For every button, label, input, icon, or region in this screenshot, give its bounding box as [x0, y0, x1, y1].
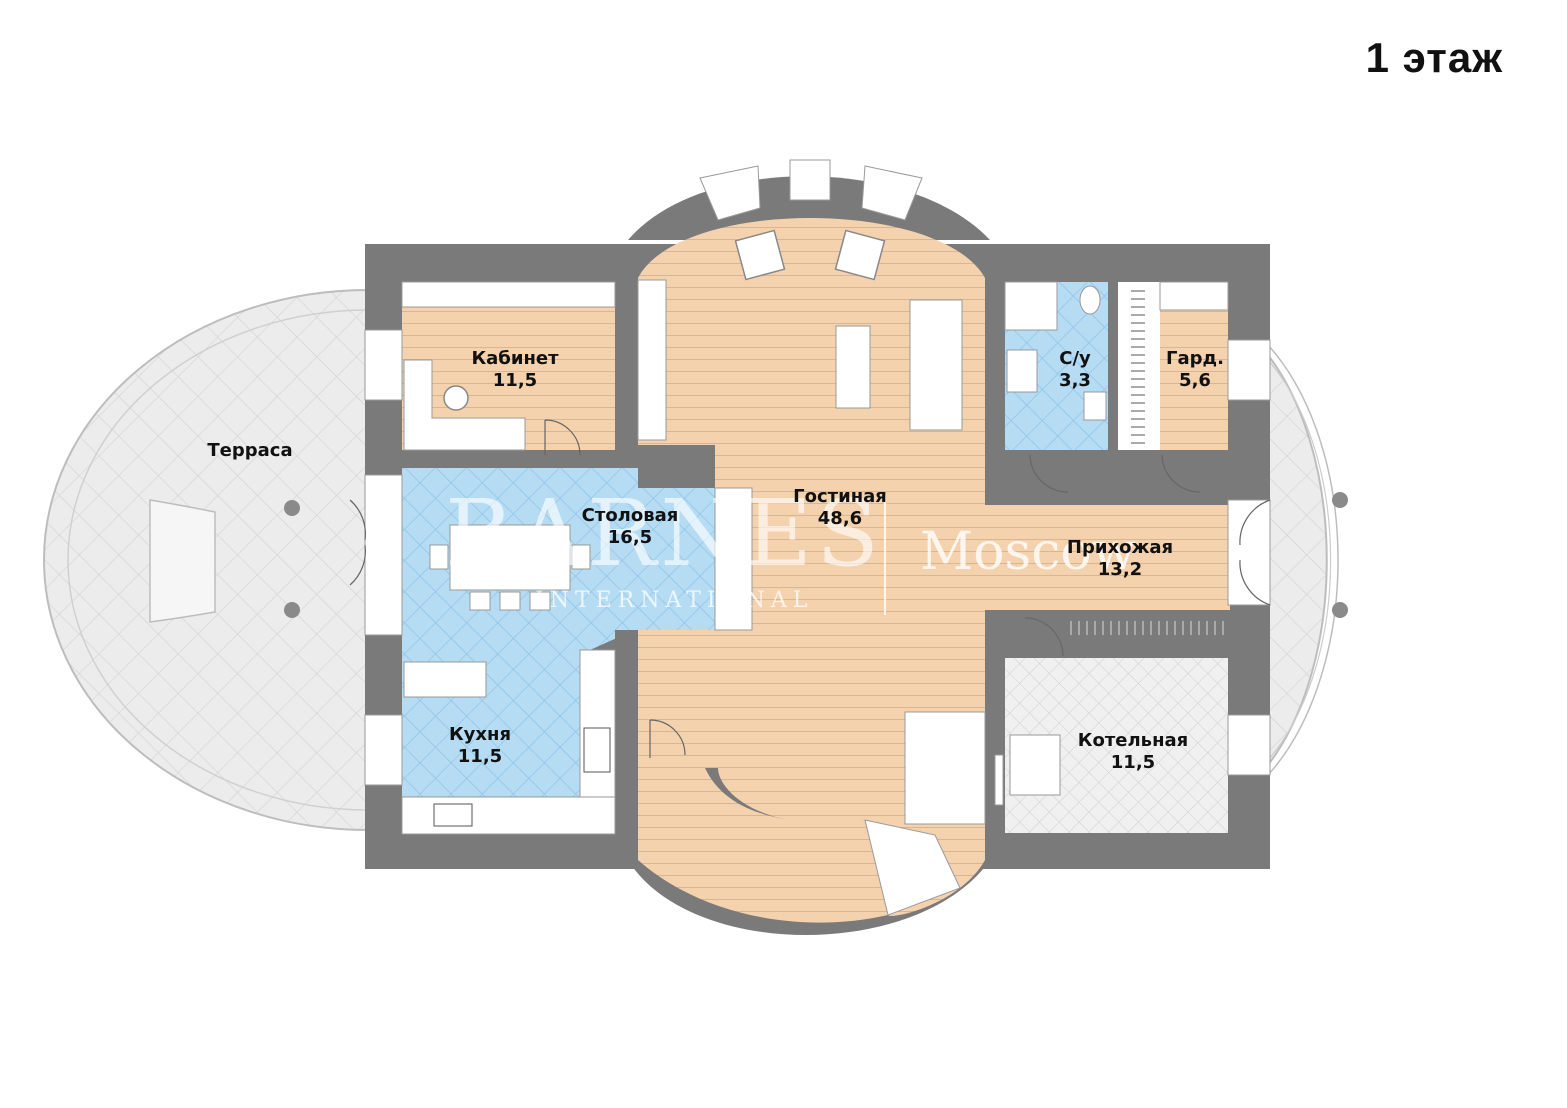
watermark-brand: BARNES	[445, 480, 883, 587]
doors	[349, 419, 1271, 758]
room-area: 13,2	[1097, 559, 1143, 580]
room-living-bay-bottom	[638, 768, 888, 923]
room-label-hall: Прихожая 13,2	[1050, 537, 1190, 581]
room-name: Гостиная	[793, 486, 887, 507]
room-area: 11,5	[457, 746, 503, 767]
page-title: 1 этаж	[1365, 34, 1503, 81]
kitchen-furniture	[401, 649, 616, 835]
dining-furniture	[429, 524, 591, 611]
room-area: 11,5	[1110, 752, 1156, 773]
column-icon	[1332, 602, 1348, 618]
room-area: 3,3	[1059, 370, 1091, 391]
room-name: С/у	[1059, 348, 1091, 369]
room-label-kitchen: Кухня 11,5	[420, 724, 540, 768]
room-name: Кухня	[448, 724, 512, 745]
watermark-divider	[884, 495, 886, 615]
column-icon	[284, 602, 300, 618]
room-name: Котельная	[1077, 730, 1189, 751]
wardrobe-rail	[1070, 281, 1229, 635]
room-label-boiler: Котельная 11,5	[1063, 730, 1203, 774]
room-name: Гард.	[1166, 348, 1224, 369]
terrace-steps	[149, 499, 216, 623]
room-name: Кабинет	[471, 348, 559, 369]
room-label-bathroom: С/у 3,3	[1035, 348, 1115, 392]
windows	[364, 159, 1271, 916]
room-label-terrace: Терраса	[190, 440, 310, 462]
inner-walls	[365, 258, 1228, 860]
room-label-living: Гостиная 48,6	[780, 486, 900, 530]
bathroom-fixtures	[1004, 281, 1107, 421]
room-label-study: Кабинет 11,5	[455, 348, 575, 392]
study-furniture	[401, 281, 616, 451]
room-label-dining: Столовая 16,5	[570, 505, 690, 549]
room-area: 5,6	[1179, 370, 1211, 391]
room-area: 48,6	[817, 508, 863, 529]
watermark-sub: INTERNATIONAL	[535, 588, 814, 613]
terrace-right	[1267, 344, 1348, 776]
room-area: 16,5	[607, 527, 653, 548]
living-furniture	[637, 229, 963, 631]
column-icon	[284, 500, 300, 516]
room-living	[638, 218, 1230, 916]
room-area: 11,5	[492, 370, 538, 391]
room-name: Прихожая	[1066, 537, 1174, 558]
column-icon	[1332, 492, 1348, 508]
staircase	[904, 711, 1061, 825]
room-name: Терраса	[207, 440, 293, 461]
room-name: Столовая	[581, 505, 679, 526]
room-label-wardrobe: Гард. 5,6	[1155, 348, 1235, 392]
terrace-left	[43, 288, 369, 832]
watermark-city: Moscow	[920, 522, 1137, 582]
